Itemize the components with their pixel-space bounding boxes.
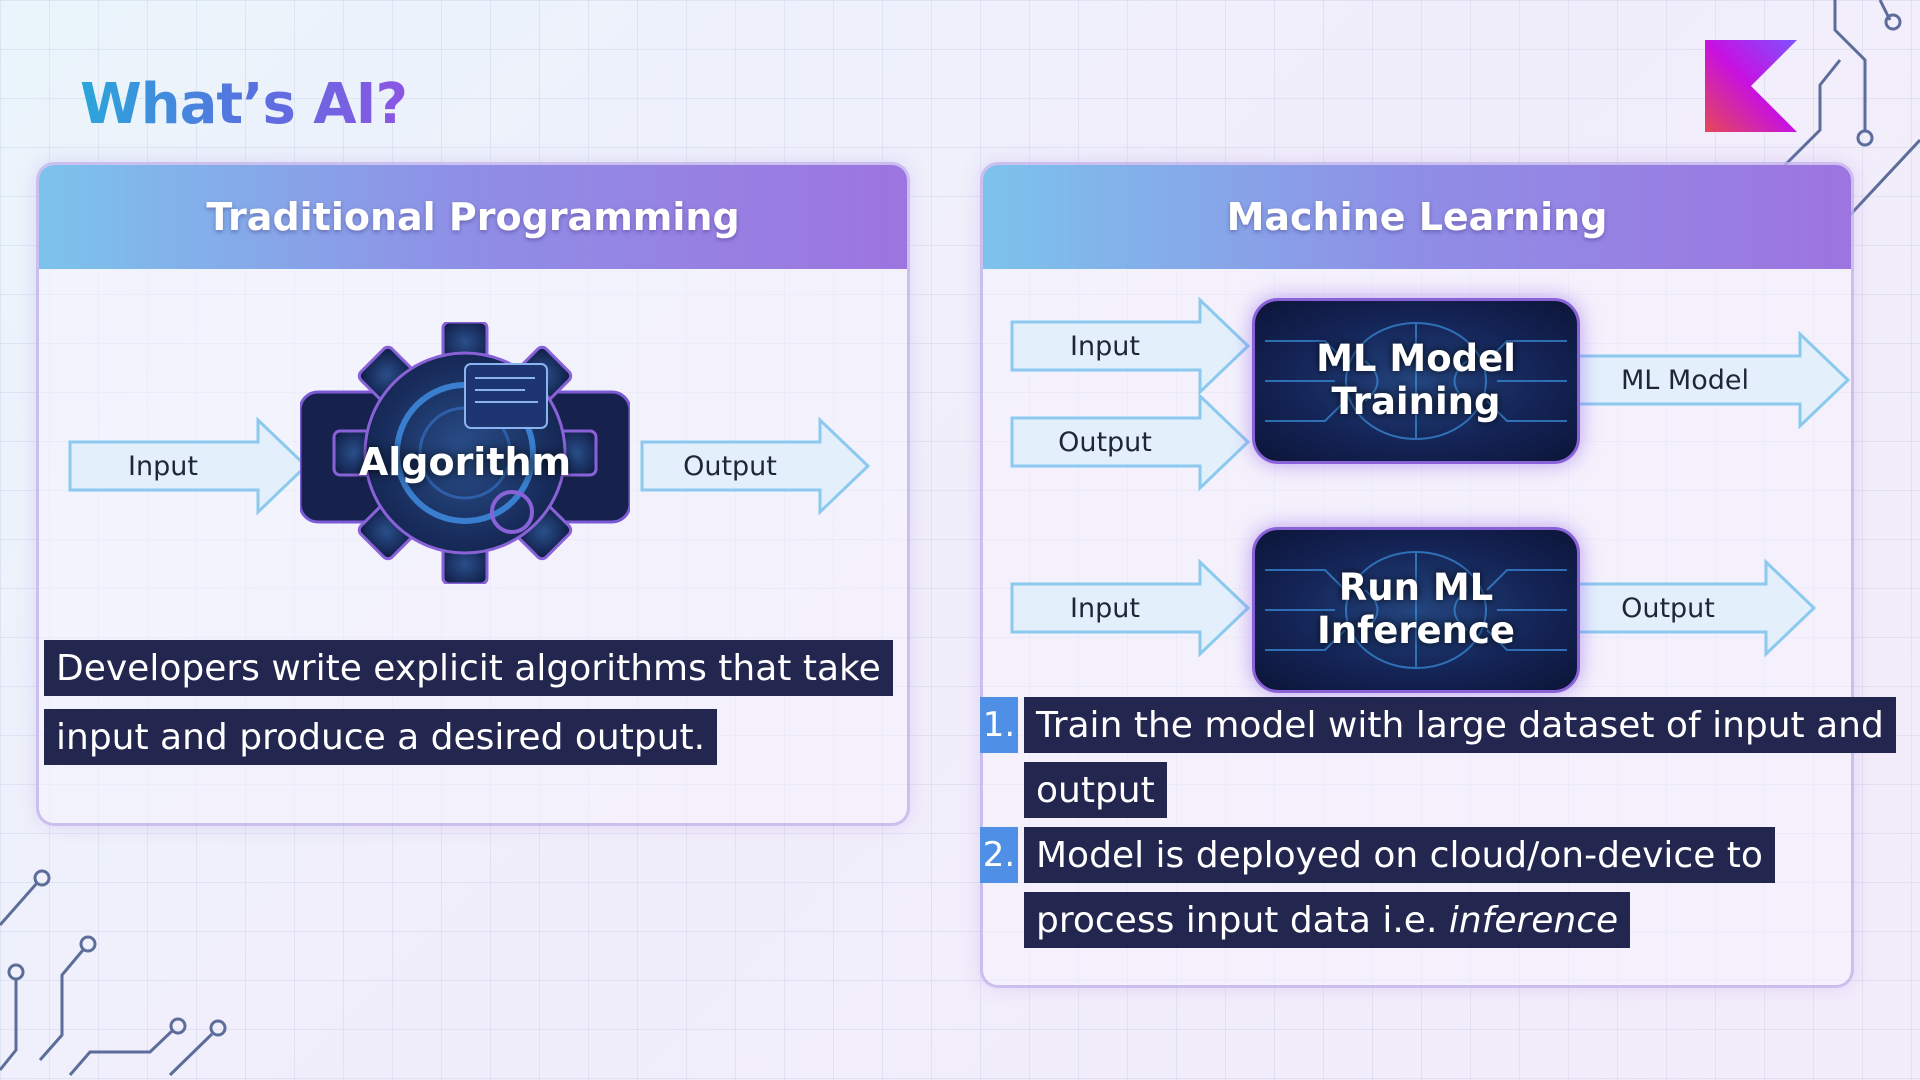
output-label: Output xyxy=(1058,426,1152,458)
input-label: Input xyxy=(128,450,198,482)
panel-title: Machine Learning xyxy=(1226,195,1608,239)
arrow-right-icon xyxy=(640,416,871,516)
input-arrow: Input xyxy=(68,416,309,516)
step-text: Train the model with large dataset of in… xyxy=(1024,697,1896,753)
step-text: process input data i.e. inference xyxy=(1024,892,1631,948)
box-title-line: Run ML xyxy=(1338,566,1494,610)
panel-title: Traditional Programming xyxy=(206,195,740,239)
ml-training-box: ML Model Training xyxy=(1252,298,1580,464)
output-label: Output xyxy=(1621,592,1715,624)
panel-header: Machine Learning xyxy=(983,165,1851,269)
step-text: output xyxy=(1024,762,1167,818)
input-label: Input xyxy=(1070,592,1140,624)
ml-inference-box: Run ML Inference xyxy=(1252,527,1580,693)
circuit-decoration xyxy=(1780,0,1920,217)
arrow-right-icon xyxy=(68,416,309,516)
box-title-line: Training xyxy=(1331,380,1501,423)
brain-circuit-icon xyxy=(1265,322,1567,440)
arrow-right-icon xyxy=(1010,558,1251,658)
description-line: input and produce a desired output. xyxy=(44,709,718,765)
arrow-right-icon xyxy=(1010,392,1251,492)
page-title: What’s AI? xyxy=(80,72,408,137)
arrow-right-icon xyxy=(1570,330,1851,430)
output-label: Output xyxy=(683,450,777,482)
inference-output-arrow: Output xyxy=(1570,558,1817,658)
kotlin-logo-icon xyxy=(1705,40,1797,132)
step-text-prefix: process input data i.e. xyxy=(1036,899,1449,941)
step-number: 2. xyxy=(980,827,1018,883)
panel-header: Traditional Programming xyxy=(39,165,907,269)
inference-input-arrow: Input xyxy=(1010,558,1251,658)
brain-circuit-icon xyxy=(1265,551,1567,669)
training-input-arrow: Input xyxy=(1010,296,1251,396)
ml-model-arrow: ML Model xyxy=(1570,330,1851,430)
step-number: 1. xyxy=(980,697,1018,753)
output-arrow: Output xyxy=(640,416,871,516)
description-line: Developers write explicit algorithms tha… xyxy=(44,640,893,696)
algorithm-label: Algorithm xyxy=(358,440,572,484)
input-label: Input xyxy=(1070,330,1140,362)
arrow-right-icon xyxy=(1010,296,1251,396)
training-output-arrow: Output xyxy=(1010,392,1251,492)
step-text-emphasis: inference xyxy=(1448,899,1619,941)
box-title-line: Inference xyxy=(1316,609,1515,652)
box-title-line: ML Model xyxy=(1316,337,1516,381)
circuit-decoration xyxy=(0,869,227,1077)
step-text: Model is deployed on cloud/on-device to xyxy=(1024,827,1775,883)
ml-model-label: ML Model xyxy=(1621,364,1749,396)
arrow-right-icon xyxy=(1570,558,1817,658)
gear-icon xyxy=(300,322,630,584)
